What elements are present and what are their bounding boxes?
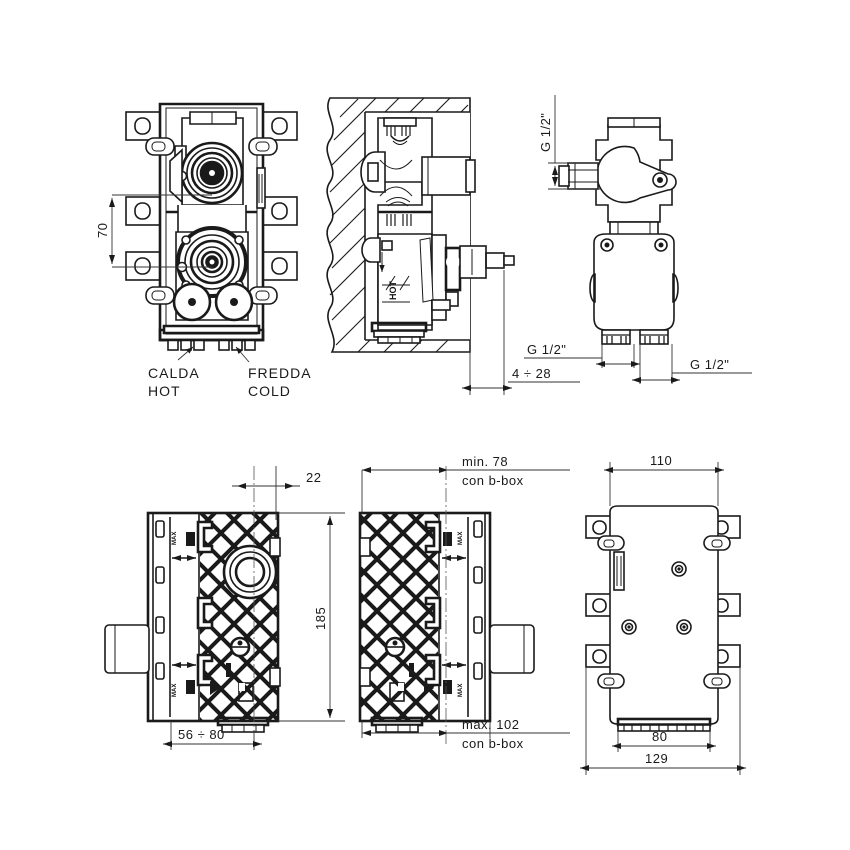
left-bracket-hooks [196,520,214,687]
callout-cold-line1: FREDDA [248,365,312,381]
bottom-connector-pins [160,338,263,351]
mounting-brackets-right [262,111,298,281]
thread-label-top-left: G 1/2" [538,95,600,190]
mid-thread-detail [378,197,432,226]
corner-tabs [145,137,278,305]
dim-max102-line2: con b-box [462,736,524,751]
view-side-connections: G 1/2" G 1/2" G 1/2" [524,95,752,384]
lower-valve-rings [176,226,248,298]
dim-22-label: 22 [306,470,321,485]
dimension-56-80: 56 ÷ 80 [163,721,262,750]
right-max-label-lower: MAX [458,684,464,697]
dim-max102-line1: max. 102 [462,717,519,732]
spindle-assembly [419,234,515,321]
rear-plate-lugs [597,535,731,689]
rear-bottom-flange [616,717,712,732]
dimension-70: 70 [95,194,212,268]
dim-min78-line2: con b-box [462,473,524,488]
dimension-80: 80 [612,729,716,752]
dim-56-80-label: 56 ÷ 80 [178,727,225,742]
dimension-110: 110 [604,453,724,506]
upper-valve-rings [180,141,244,205]
thread-label-bottom-left: G 1/2" [524,342,640,368]
view-right-section: MAX MAX min. 78 [358,454,570,751]
cam-profile [596,145,677,204]
callout-cold: FREDDA COLD [235,346,312,399]
lower-box [593,233,675,331]
dim-4-28-label: 4 ÷ 28 [512,366,551,381]
rear-plate-body [609,505,719,725]
lower-flange [370,321,428,344]
dim-185-label: 185 [313,607,328,630]
dim-min78-line1: min. 78 [462,454,508,469]
leg-thread-ticks [602,334,668,344]
dimension-4-28: 4 ÷ 28 [462,270,580,395]
inlet-ports [172,282,254,322]
right-bracket-hooks [424,520,442,687]
dimension-185: 185 [278,512,345,722]
dimension-129: 129 [580,667,746,775]
view-wall-section: HOT 4 ÷ 28 [326,97,580,395]
rear-plate-screws [621,561,692,635]
view-rear-plate: 110 80 129 [580,453,746,775]
callout-hot: CALDA HOT [148,346,200,399]
callout-hot-line1: CALDA [148,365,200,381]
max-label-lower: MAX [172,684,178,697]
thread-bottom-left-label: G 1/2" [527,342,566,357]
callout-cold-line2: COLD [248,383,291,399]
thread-label-bottom-right: G 1/2" [632,344,752,384]
dim-129-label: 129 [645,751,668,766]
max-marker-lower-group: MAX [172,662,220,697]
right-max-label-upper: MAX [458,532,464,545]
dim-80-label: 80 [652,729,667,744]
thread-bottom-right-label: G 1/2" [690,357,729,372]
max-label-upper: MAX [172,532,178,545]
view-front-outlets: 70 CALDA HOT FREDDA COLD [95,102,312,399]
right-edge-slots [473,520,483,680]
left-section-port [222,544,278,600]
left-edge-slots [155,520,165,680]
dimension-22: 22 [232,470,321,489]
callout-hot-line2: HOT [148,383,181,399]
dimension-max-102: max. 102 con b-box [361,717,570,751]
top-thread-detail [383,117,417,145]
thread-top-left-label: G 1/2" [538,113,553,152]
body-hot-marking: HOT [388,281,398,301]
dim-70-label: 70 [95,223,110,238]
dimension-min-78: min. 78 con b-box [361,454,570,513]
side-spigot-right [489,624,535,674]
max-marker-upper-group: MAX [172,532,196,561]
side-spigot [104,624,150,674]
view-left-section: MAX MAX [104,466,345,750]
dim-110-label: 110 [650,453,672,468]
